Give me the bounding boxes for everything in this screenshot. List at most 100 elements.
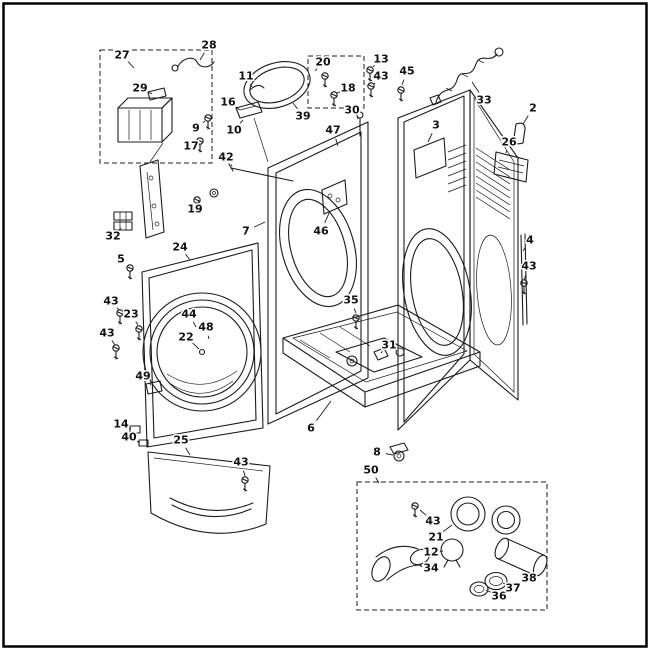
callout-number: 38 xyxy=(521,572,536,585)
callout-leader xyxy=(485,589,492,593)
screw-icon xyxy=(241,476,249,492)
callout-leader xyxy=(353,308,357,314)
callout-leader xyxy=(207,335,210,340)
screw-icon xyxy=(116,309,124,325)
hook-clip xyxy=(249,84,265,91)
callout-leader xyxy=(119,227,122,230)
callout-number: 43 xyxy=(373,70,388,83)
callout-leader xyxy=(324,210,331,223)
screw-icon xyxy=(126,264,134,280)
screw-icon xyxy=(397,86,405,102)
callout-number: 37 xyxy=(505,582,520,595)
screw-icon xyxy=(112,344,120,360)
callout-number: 35 xyxy=(343,294,358,307)
callout-number: 40 xyxy=(121,431,137,444)
callout-number: 2 xyxy=(529,102,537,115)
callout-leader xyxy=(372,65,375,68)
rear-panel-cutout xyxy=(413,137,447,179)
toe-panel xyxy=(129,425,271,534)
callout-number: 13 xyxy=(373,53,388,66)
screw-icon xyxy=(330,91,338,107)
callout-leader xyxy=(385,453,394,456)
callout-leader xyxy=(116,307,120,311)
callout-number: 7 xyxy=(242,225,250,238)
callout-leader xyxy=(315,400,332,422)
callout-number: 46 xyxy=(313,225,329,238)
callout-number: 39 xyxy=(295,110,310,123)
callout-number: 44 xyxy=(181,308,197,321)
screw-icon xyxy=(367,82,375,98)
callout-number: 36 xyxy=(491,590,507,603)
door-opening-mid-ring xyxy=(149,299,255,405)
duct-elbow xyxy=(371,545,431,582)
callout-leader xyxy=(427,132,433,143)
screw-icon xyxy=(366,66,374,82)
base-assembly xyxy=(282,304,481,408)
callout-leader xyxy=(375,477,380,484)
callout-leader xyxy=(197,200,200,204)
callout-leader xyxy=(202,120,206,123)
straight-duct xyxy=(494,537,548,577)
callout-leader xyxy=(249,83,253,88)
callout-number: 8 xyxy=(373,446,381,459)
callout-number: 43 xyxy=(425,515,440,528)
bolt-30 xyxy=(356,111,364,137)
hinge-bracket-top xyxy=(235,84,269,163)
rear-panel xyxy=(397,89,472,431)
callout-number: 27 xyxy=(114,49,129,62)
callout-number: 17 xyxy=(183,140,198,153)
callout-number: 48 xyxy=(198,321,213,334)
side-panel xyxy=(469,89,528,401)
callout-leader xyxy=(253,221,266,228)
terminal-strip xyxy=(113,211,133,231)
wire-harness xyxy=(429,47,504,106)
callout-leader xyxy=(128,427,132,430)
callout-leader xyxy=(522,247,526,252)
callout-leader xyxy=(230,164,233,167)
duct-collar-large xyxy=(450,496,486,532)
screw-icon xyxy=(411,502,419,518)
callout-leader xyxy=(523,274,527,281)
callout-leader xyxy=(356,117,359,120)
fasteners xyxy=(112,66,528,492)
callout-leader xyxy=(522,115,529,125)
callout-number: 25 xyxy=(173,434,188,447)
callout-number: 43 xyxy=(521,260,536,273)
support-bracket-left xyxy=(139,159,165,239)
callout-leader xyxy=(147,91,153,95)
callout-number: 42 xyxy=(218,151,233,164)
callout-number: 43 xyxy=(103,295,118,308)
callout-leader xyxy=(335,138,339,147)
duct-ring-36 xyxy=(469,581,489,597)
duct-clamp xyxy=(440,538,464,568)
callout-number: 4 xyxy=(526,234,534,247)
callout-number: 43 xyxy=(233,456,248,469)
callout-leader xyxy=(522,569,524,572)
panel-clip-40 xyxy=(138,439,149,447)
clip-2 xyxy=(513,122,526,145)
callout-leader xyxy=(192,321,197,328)
callout-leader xyxy=(292,102,298,110)
callout-leader xyxy=(314,68,318,72)
callout-leader xyxy=(135,321,139,326)
callout-number: 32 xyxy=(105,230,120,243)
door-opening-outer-ring xyxy=(142,292,262,412)
callout-number: 34 xyxy=(423,562,439,575)
callout-number: 21 xyxy=(428,531,443,544)
callout-leader xyxy=(505,150,508,154)
toe-panel-handle xyxy=(169,497,254,518)
callout-number: 19 xyxy=(187,203,202,216)
callout-number: 26 xyxy=(501,136,517,149)
callout-leader xyxy=(136,440,141,444)
callout-number: 14 xyxy=(113,418,129,431)
callout-leader xyxy=(127,61,135,69)
callout-number: 11 xyxy=(238,70,253,83)
screw-detail-box xyxy=(307,55,365,109)
callout-number: 10 xyxy=(226,124,242,137)
callout-leader xyxy=(148,382,152,386)
callout-number: 47 xyxy=(325,124,340,137)
callout-leader xyxy=(192,342,200,350)
panel-clip-14 xyxy=(129,425,141,434)
